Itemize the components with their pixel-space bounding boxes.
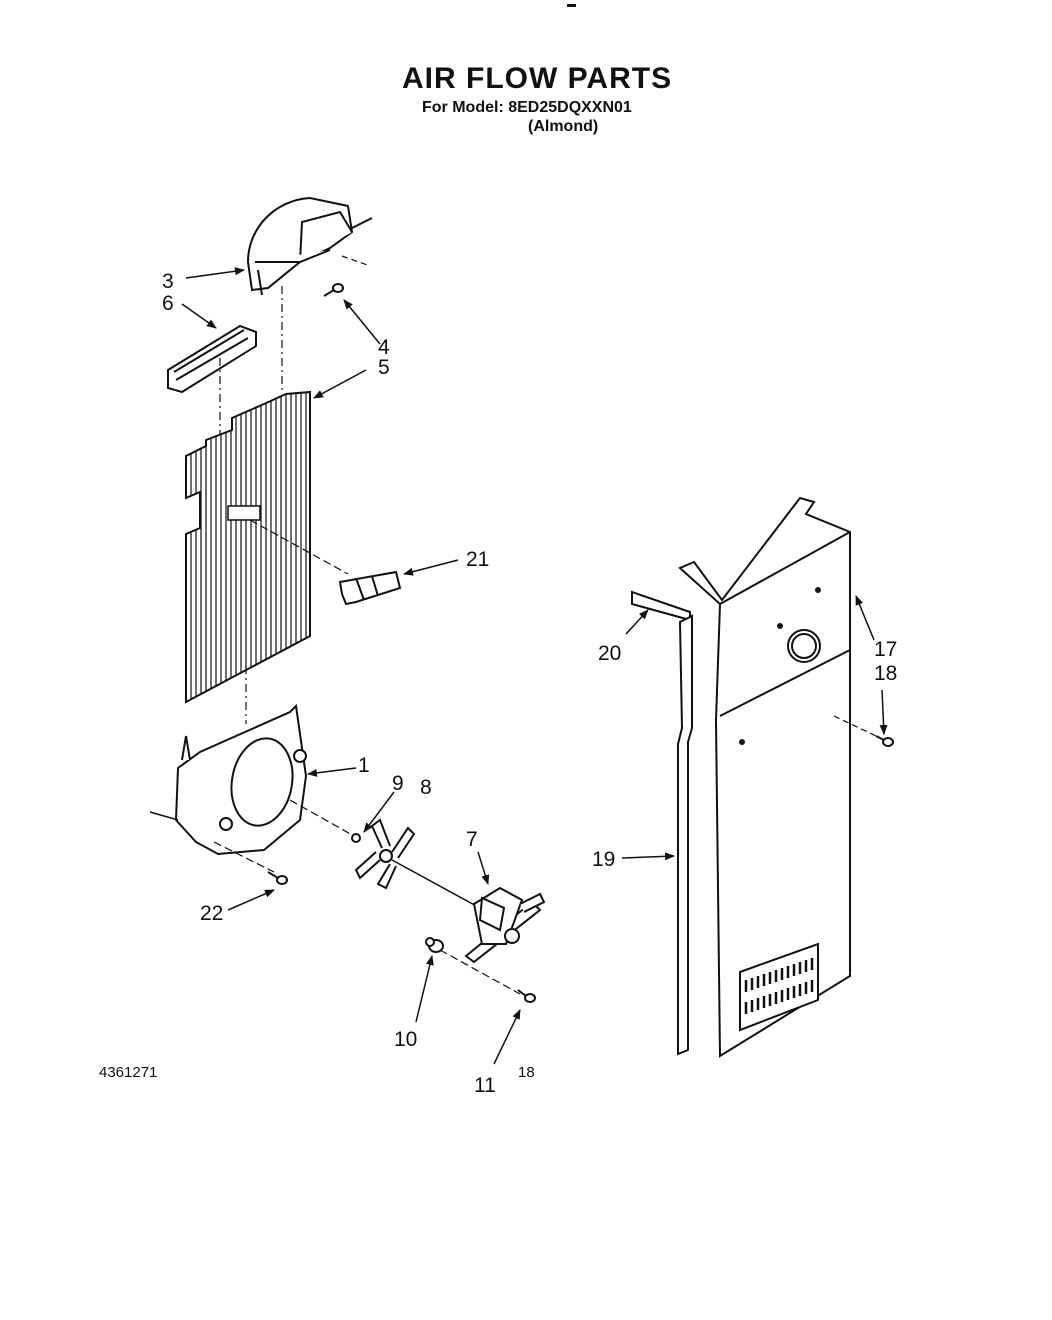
callout-7: 7 <box>466 828 478 851</box>
screw-part-11 <box>517 989 536 1003</box>
bracket-part-21 <box>338 570 402 606</box>
strip-part-20 <box>631 590 691 622</box>
callout-5: 5 <box>378 356 390 379</box>
callout-11: 11 <box>474 1074 496 1097</box>
callout-20: 20 <box>598 642 621 665</box>
callout-10: 10 <box>394 1028 417 1051</box>
air-duct-housing-part <box>246 196 373 296</box>
rear-panel-part <box>678 496 851 1058</box>
nut-part <box>351 833 361 843</box>
screw-part-22 <box>267 871 288 885</box>
color-line: (Almond) <box>528 118 599 135</box>
leader-arrows <box>181 267 888 1065</box>
screw-part-4 <box>323 283 344 297</box>
callout-8: 8 <box>420 776 432 799</box>
callout-6: 6 <box>162 292 174 315</box>
callout-9: 9 <box>392 772 404 795</box>
callout-3: 3 <box>162 270 174 293</box>
fan-motor-part <box>464 886 546 964</box>
evaporator-cover-part <box>185 390 311 704</box>
model-line: For Model: 8ED25DQXXN01 <box>422 99 632 116</box>
fan-shroud-part <box>174 703 308 856</box>
callout-19: 19 <box>592 848 615 871</box>
gasket-strip-part <box>677 614 693 1056</box>
document-number: 4361271 <box>99 1064 158 1081</box>
fan-blade-part <box>354 818 416 890</box>
grommet-part <box>425 937 444 953</box>
callout-18: 18 <box>874 662 897 685</box>
callout-21: 21 <box>466 548 489 571</box>
top-mark <box>567 4 576 7</box>
callout-22: 22 <box>200 902 223 925</box>
page-title: AIR FLOW PARTS <box>402 62 673 95</box>
callout-1: 1 <box>358 754 370 777</box>
callout-17: 17 <box>874 638 897 661</box>
callout-4: 4 <box>378 336 390 359</box>
page-number: 18 <box>518 1064 535 1081</box>
grille-part <box>167 324 257 394</box>
screw-part-18 <box>875 735 894 747</box>
